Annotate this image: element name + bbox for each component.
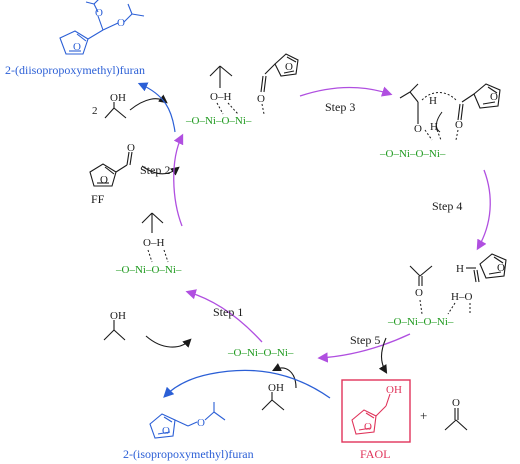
furfural-carbonyl-oxygen: O (127, 142, 135, 154)
step1-arrow (185, 289, 263, 343)
acetone-structure (444, 408, 468, 431)
alkoxide-h-label: H (456, 263, 464, 275)
acetone-o: O (452, 397, 460, 409)
ts-h-label: H (430, 121, 438, 133)
step5-label: Step 5 (350, 333, 380, 347)
blue-arrow-ether-out (163, 369, 331, 399)
furfural-structure (89, 151, 133, 187)
transition-state-intermediate: H O H O O –O–Ni–O–Ni– (379, 83, 501, 160)
ts-carbonyl-o: O (455, 119, 463, 131)
bare-surface-chain: –O–Ni–O–Ni– (227, 347, 294, 359)
step5-arrow (317, 333, 411, 363)
ts-surface-chain: –O–Ni–O–Ni– (379, 148, 446, 160)
ether-oxygen-left: O (95, 7, 103, 19)
ff-label: FF (91, 192, 105, 206)
ether-oxygen-right: O (117, 17, 125, 29)
step1-label: Step 1 (213, 305, 243, 319)
ether-o: O (197, 417, 205, 429)
coefficient-2: 2 (92, 105, 98, 117)
top-int-furan-o: O (285, 61, 293, 73)
faol-label: FAOL (360, 447, 390, 461)
step2-label: Step 2 (140, 163, 170, 177)
curved-arrow-ipa-in (129, 94, 168, 111)
acetone-surface-chain: –O–Ni–O–Ni– (387, 316, 454, 328)
isopropanol-bottom-oh: OH (268, 382, 284, 394)
blue-arrow-acetal-out (137, 82, 176, 133)
isopropoxymethyl-furan-structure (149, 402, 226, 439)
isopropanol-bottom (261, 392, 285, 411)
curved-arrow-ff-in (141, 165, 180, 176)
top-int-carbonyl-o: O (257, 93, 265, 105)
adsorbed-ipa-surface-chain: –O–Ni–O–Ni– (115, 264, 182, 276)
top-intermediate: O–H O O –O–Ni–O–Ni– (185, 53, 299, 127)
step4-arrow (476, 169, 491, 251)
step3-arrow (299, 86, 393, 97)
top-int-surface-chain: –O–Ni–O–Ni– (185, 115, 252, 127)
isopropoxymethyl-furan-label: 2-(isopropoxymethyl)furan (123, 447, 254, 461)
plus-sign: + (420, 408, 427, 423)
isopropanol-left (103, 320, 126, 341)
step2-arrow (173, 133, 184, 227)
step4-label: Step 4 (432, 199, 462, 213)
acetone-o-label: O (415, 287, 423, 299)
alkoxide-furan-o: O (497, 262, 505, 274)
faol-ring-o: O (364, 421, 372, 433)
ether-furan-o: O (162, 425, 170, 437)
acetone-alkoxide-intermediate: H O H–O O –O–Ni–O–Ni– (387, 253, 507, 328)
ts-o-label: O (414, 123, 422, 135)
curved-arrow-ipa-bottom (272, 363, 297, 389)
ts-furan-o: O (490, 91, 498, 103)
curved-arrow-ipa-left (145, 335, 192, 348)
isopropanol-top-left (104, 102, 127, 119)
diisopropoxymethyl-furan-label: 2-(diisopropoxymethyl)furan (5, 63, 145, 77)
ts-hydride-label: H (429, 95, 437, 107)
adsorbed-isopropanol-intermediate: O–H –O–Ni–O–Ni– (115, 212, 182, 276)
alkoxide-ho-label: H–O (451, 291, 472, 303)
product-release-arrow (378, 337, 388, 374)
step3-label: Step 3 (325, 100, 355, 114)
adsorbed-ipa-oh: O–H (143, 237, 164, 249)
isopropanol-left-oh: OH (110, 310, 126, 322)
faol-oh-label: OH (386, 384, 402, 396)
diisopropoxymethyl-furan-structure (59, 0, 145, 55)
furfural-ring-oxygen: O (100, 174, 108, 186)
furan-oxygen-label: O (73, 41, 81, 53)
ts-electron-arrow (435, 111, 443, 133)
faol-box: O OH (341, 379, 411, 443)
top-int-oh-label: O–H (210, 91, 231, 103)
isopropanol-oh-label: OH (110, 92, 126, 104)
